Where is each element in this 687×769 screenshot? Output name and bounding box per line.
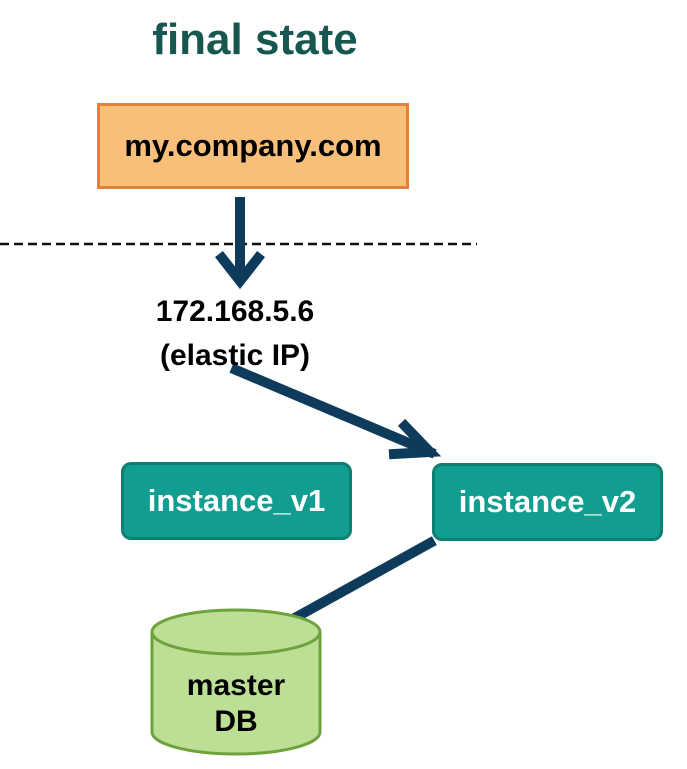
database-label: master DB bbox=[152, 668, 320, 740]
elastic-ip-address: 172.168.5.6 bbox=[155, 295, 315, 328]
domain-label: my.company.com bbox=[124, 128, 382, 163]
instance-v2-label: instance_v2 bbox=[458, 484, 637, 519]
instance-v2-node: instance_v2 bbox=[432, 463, 663, 541]
arrow-ip-to-instance-v2 bbox=[229, 363, 442, 460]
database-label-line-1: master bbox=[186, 669, 286, 702]
elastic-ip-node: 172.168.5.6 (elastic IP) bbox=[120, 290, 350, 378]
elastic-ip-type: (elastic IP) bbox=[159, 339, 311, 372]
database-cylinder bbox=[150, 608, 322, 756]
instance-v1-node: instance_v1 bbox=[121, 462, 352, 540]
arrow-domain-to-ip bbox=[214, 197, 266, 290]
database-label-line-2: DB bbox=[214, 705, 258, 738]
instance-v1-label: instance_v1 bbox=[147, 483, 326, 518]
domain-node: my.company.com bbox=[97, 103, 409, 189]
diagram-title: final state bbox=[152, 15, 358, 64]
